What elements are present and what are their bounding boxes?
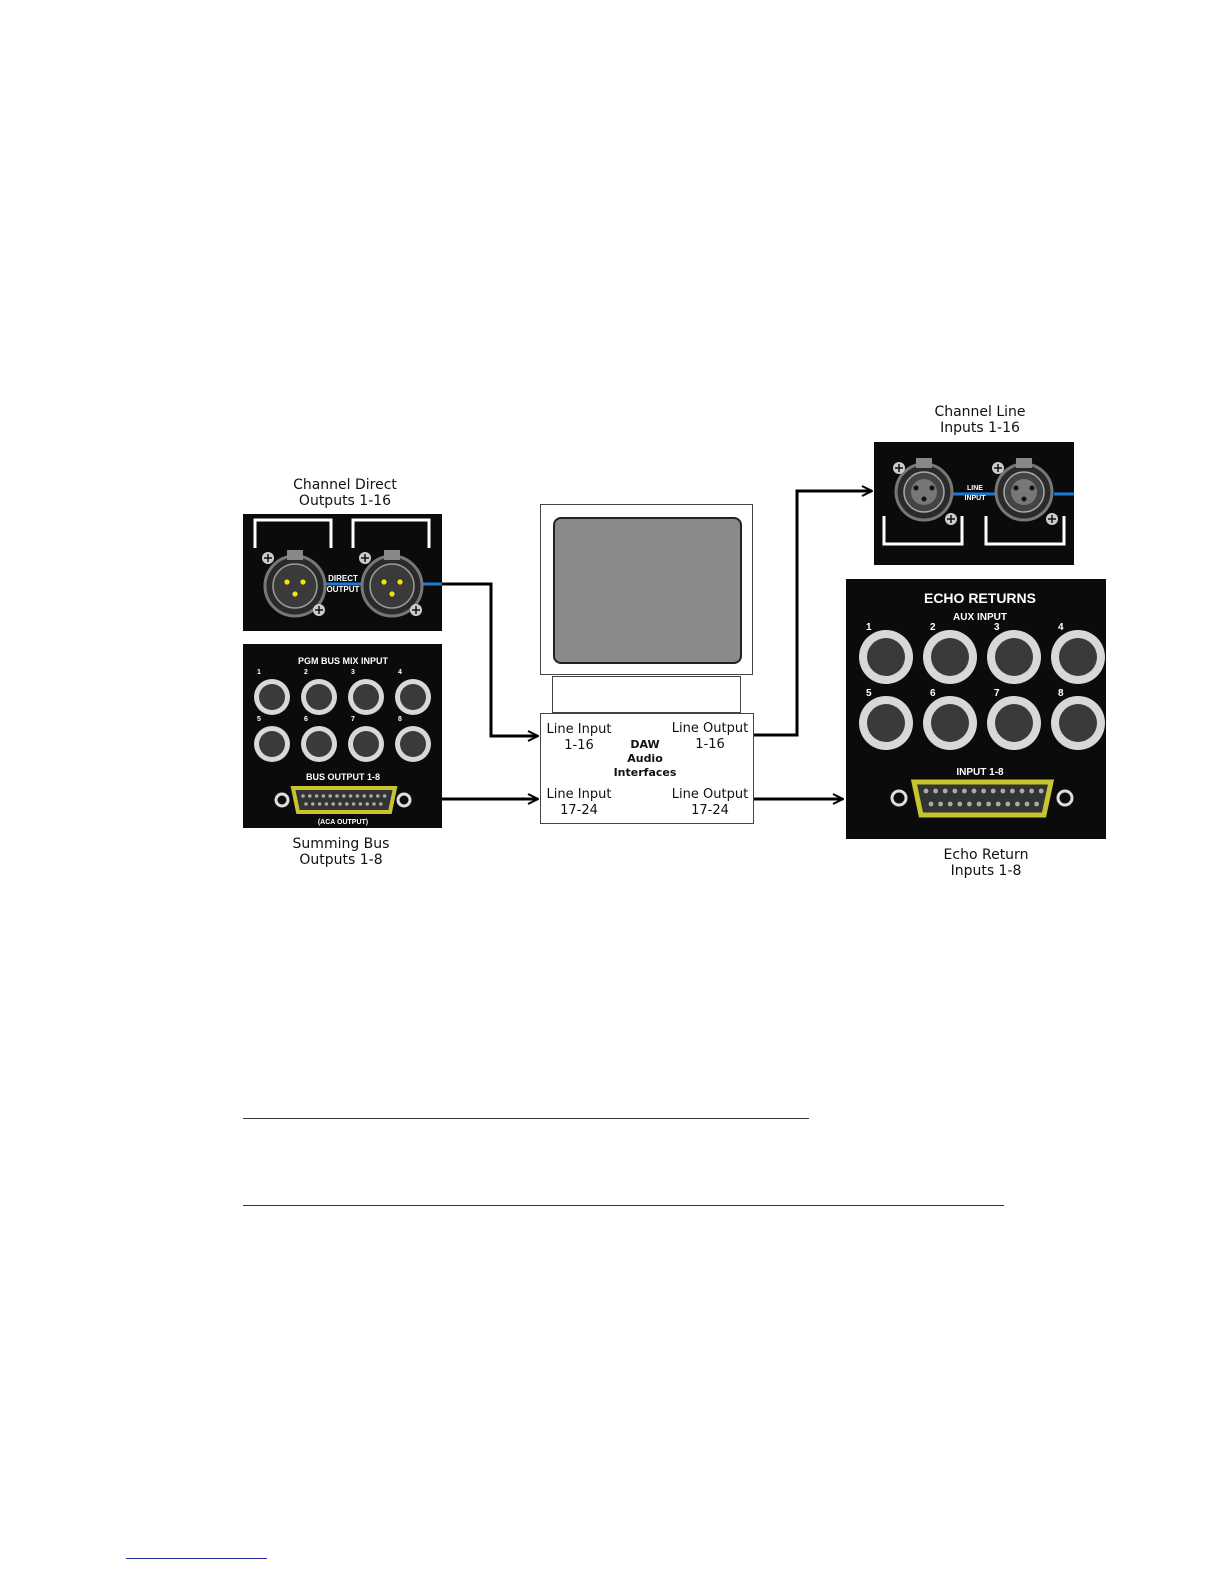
horizontal-rule [243, 1205, 1004, 1206]
footnote-rule [126, 1558, 267, 1559]
horizontal-rule [243, 1118, 809, 1119]
arrow-line-output-to-channel-line [754, 491, 872, 735]
arrow-direct-to-line-input [442, 584, 538, 736]
